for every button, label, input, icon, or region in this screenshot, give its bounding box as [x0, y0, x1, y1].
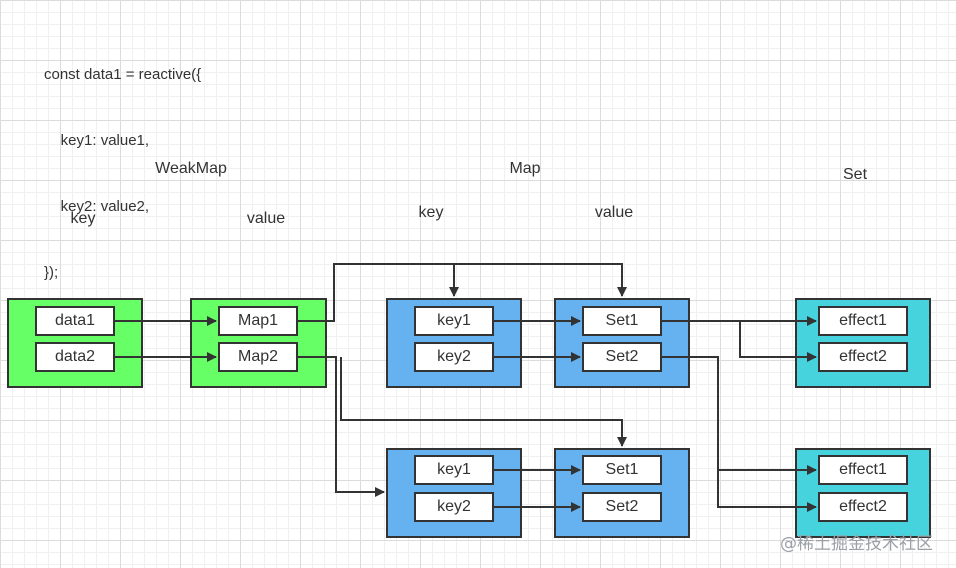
arrow-set1-effect2 [739, 321, 817, 362]
map2-value-cell: Set1 [582, 455, 662, 485]
map-header: Map [509, 160, 541, 177]
code-line: const data1 = reactive({ [44, 66, 202, 83]
arrow-set2-effect2 [717, 470, 817, 512]
code-line: key1: value1, [44, 132, 150, 149]
map-value-header: value [594, 204, 634, 221]
set-header: Set [842, 166, 868, 183]
map2-key-cell: key2 [414, 492, 494, 522]
set1-effect-cell: effect2 [818, 342, 908, 372]
set2-effect-cell: effect2 [818, 492, 908, 522]
code-line: key2: value2, [44, 198, 150, 215]
arrow-map1-to-map1-value [454, 263, 627, 297]
code-line: }); [44, 264, 59, 281]
weakmap-header: WeakMap [155, 160, 227, 177]
code-snippet: const data1 = reactive({ key1: value1, k… [44, 20, 201, 306]
map1-key-cell: key2 [414, 342, 494, 372]
arrow-map2-to-map2-key [298, 356, 385, 497]
map-key-header: key [418, 204, 444, 221]
set2-effect-cell: effect1 [818, 455, 908, 485]
set1-effect-cell: effect1 [818, 306, 908, 336]
watermark: @稀土掘金技术社区 [780, 534, 933, 554]
map2-value-cell: Set2 [582, 492, 662, 522]
map2-key-cell: key1 [414, 455, 494, 485]
map1-value-cell: Set1 [582, 306, 662, 336]
weakmap-key-cell: data2 [35, 342, 115, 372]
weakmap-value-cell: Map1 [218, 306, 298, 336]
arrow-map1-to-map1-key [298, 263, 459, 322]
map1-key-cell: key1 [414, 306, 494, 336]
weakmap-key-cell: data1 [35, 306, 115, 336]
weakmap-value-cell: Map2 [218, 342, 298, 372]
arrow-map2-to-map2-value [340, 357, 627, 447]
weakmap-value-header: value [246, 210, 286, 227]
weakmap-key-header: key [70, 210, 96, 227]
arrow-set2-effect1 [662, 356, 817, 475]
map1-value-cell: Set2 [582, 342, 662, 372]
